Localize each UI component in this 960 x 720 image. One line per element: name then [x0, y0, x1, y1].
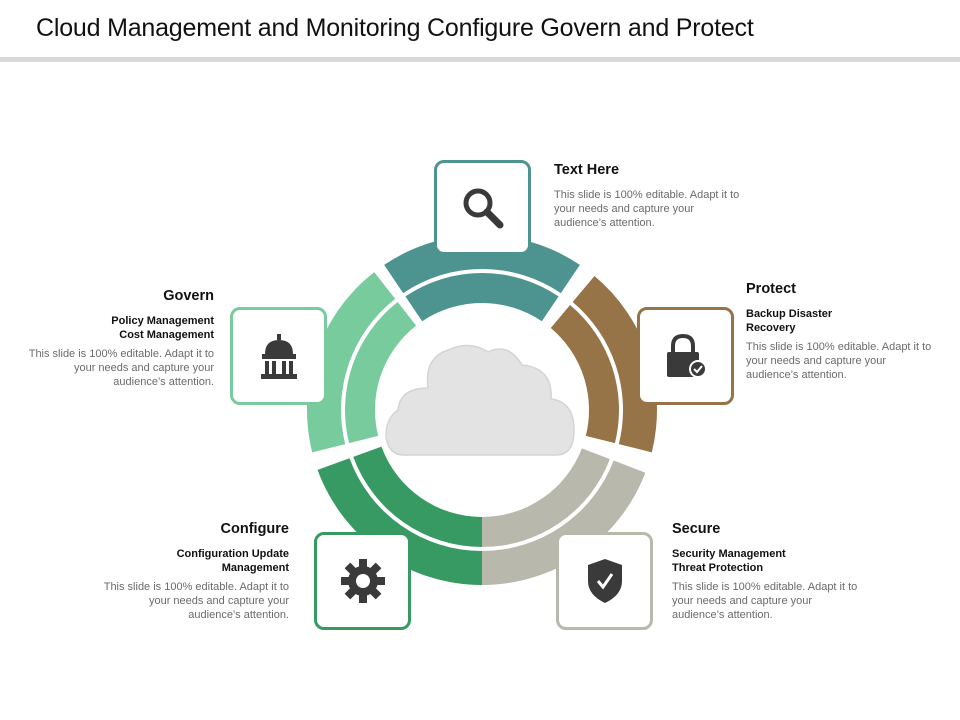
government-box — [230, 307, 327, 405]
govern-block: Govern Policy Management Cost Management… — [24, 288, 214, 389]
govern-body: This slide is 100% editable. Adapt it to… — [28, 348, 214, 388]
govern-subheading: Policy Management Cost Management — [111, 315, 214, 341]
gear-box — [314, 532, 411, 630]
text-here-body: This slide is 100% editable. Adapt it to… — [554, 189, 740, 229]
government-building-icon — [260, 334, 297, 379]
protect-block: Protect Backup Disaster Recovery This sl… — [746, 281, 932, 382]
text-here-block: Text Here This slide is 100% editable. A… — [554, 162, 744, 230]
ring-inner-govern — [345, 302, 417, 444]
configure-block: Configure Configuration Update Managemen… — [99, 521, 289, 622]
ring-inner-secure — [482, 448, 610, 547]
configure-subheading: Configuration Update Management — [176, 548, 289, 574]
ring-outer-govern — [307, 272, 396, 453]
configure-body: This slide is 100% editable. Adapt it to… — [103, 581, 289, 621]
inner-ring — [345, 272, 620, 547]
ring-inner-configure — [353, 446, 482, 547]
shield-check-icon — [587, 559, 622, 603]
text-here-heading: Text Here — [554, 162, 620, 178]
search-box — [434, 160, 531, 255]
lock-box — [637, 307, 734, 405]
ring-outer-secure — [482, 460, 646, 585]
ring-inner-top — [405, 272, 559, 322]
gear-icon — [340, 559, 385, 603]
search-icon — [463, 188, 503, 228]
cloud-icon — [385, 344, 575, 456]
slide-title: Cloud Management and Monitoring Configur… — [36, 14, 754, 42]
protect-body: This slide is 100% editable. Adapt it to… — [746, 341, 932, 381]
title-divider — [0, 57, 960, 62]
ring-outer-top — [384, 235, 580, 294]
protect-heading: Protect — [746, 281, 796, 297]
ring-outer-protect — [572, 275, 657, 453]
ring-inner-protect — [550, 305, 620, 444]
lock-icon — [666, 333, 707, 378]
secure-block: Secure Security Management Threat Protec… — [672, 521, 862, 622]
secure-body: This slide is 100% editable. Adapt it to… — [672, 581, 858, 621]
secure-subheading: Security Management Threat Protection — [672, 548, 786, 574]
outer-ring — [307, 235, 657, 585]
ring-outer-configure — [317, 458, 482, 585]
protect-subheading: Backup Disaster Recovery — [746, 308, 833, 334]
govern-heading: Govern — [163, 288, 214, 304]
secure-heading: Secure — [672, 521, 721, 537]
configure-heading: Configure — [220, 521, 289, 537]
shield-box — [556, 532, 653, 630]
